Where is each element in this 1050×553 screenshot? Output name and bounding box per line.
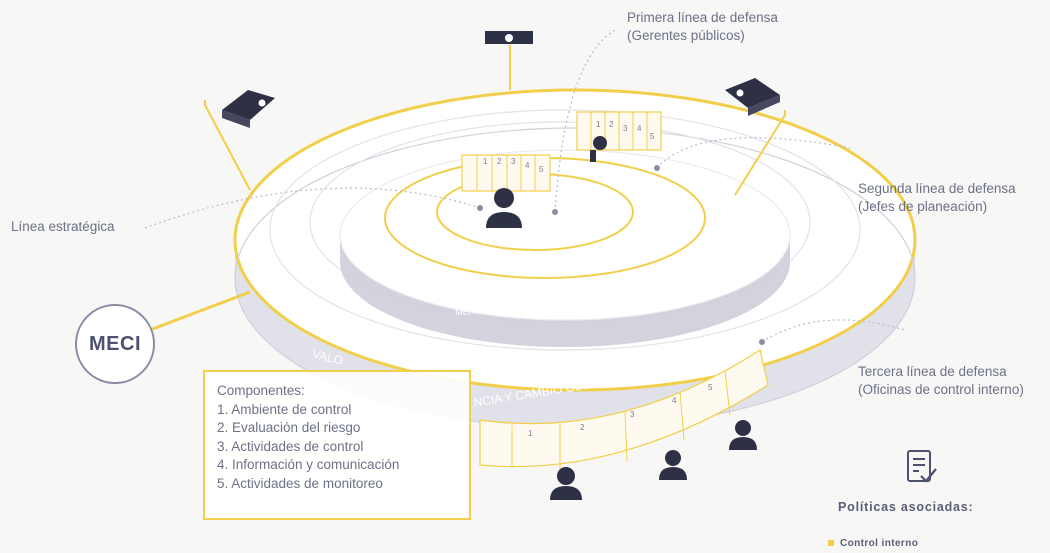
leader-primera [554,29,616,213]
meci-badge: MECI [75,304,155,384]
components-box: Componentes: 1. Ambiente de control 2. E… [203,370,471,520]
top-right-connector [734,110,786,196]
components-title: Componentes: [217,383,305,398]
projector-left-icon [222,90,275,128]
document-check-icon [907,450,937,483]
component-item: 2. Evaluación del riesgo [217,420,361,435]
col-tr-1: 1 [596,120,601,129]
col-rim-1: 1 [528,429,533,438]
label-segunda-linea: Segunda línea de defensa (Jefes de plane… [858,180,1016,216]
inner-ring-band [340,235,790,347]
label-linea-estrategica: Línea estratégica [11,219,115,234]
person-icon-bottom-2 [659,450,687,480]
col-rim-2: 2 [580,423,585,432]
col-inner-3: 3 [511,157,516,166]
person-icon-top [590,136,607,162]
meci-connector [149,290,251,332]
col-rim-5: 5 [708,383,713,392]
bullet-square-icon [828,540,834,547]
col-inner-1: 1 [483,157,488,166]
col-rim-4: 4 [672,396,677,405]
component-item: 1. Ambiente de control [217,401,352,417]
camera-icon [485,31,533,44]
leader-estrategica [144,187,481,229]
col-inner-5: 5 [539,165,544,174]
politicas-title: Políticas asociadas: [838,500,974,514]
meci-text: MECI [89,332,141,355]
label-primera-title: Primera línea de defensa [627,10,778,25]
col-tr-3: 3 [623,124,628,133]
col-inner-2: 2 [497,157,502,166]
label-tercera-title: Tercera línea de defensa [858,364,1007,379]
col-tr-4: 4 [637,124,642,133]
label-segunda-title: Segunda línea de defensa [858,181,1016,196]
col-tr-5: 5 [650,132,655,141]
component-item: 5. Actividades de monitoreo [217,475,383,491]
dot-estrategica [477,205,483,211]
leader-tercera [761,319,906,343]
leader-segunda [656,137,851,169]
label-segunda-sub: (Jefes de planeación) [858,199,988,214]
col-rim-3: 3 [630,410,635,419]
columns-outer-rim: 1 2 3 4 5 [479,349,769,470]
person-icon-bottom-3 [729,420,757,450]
columns-top-right: 1 2 3 4 5 [576,111,662,151]
dot-segunda [654,165,660,171]
top-left-connector [204,100,251,191]
col-inner-4: 4 [525,161,530,170]
projector-right-icon [725,78,780,116]
person-icon-bottom-1 [550,467,582,500]
dot-primera [552,209,558,215]
component-item: 3. Actividades de control [217,438,364,454]
label-primera-sub: (Gerentes públicos) [627,28,745,43]
person-icon-center [486,188,522,228]
label-primera-linea: Primera línea de defensa (Gerentes públi… [627,9,778,45]
mid-ring-1 [269,109,861,351]
col-tr-2: 2 [609,120,614,129]
politicas-item: Control interno [828,538,918,549]
label-tercera-linea: Tercera línea de defensa (Oficinas de co… [858,363,1024,399]
label-tercera-sub: (Oficinas de control interno) [858,382,1024,397]
component-item: 4. Información y comunicación [217,457,400,472]
dot-tercera [759,339,765,345]
politicas-item-label: Control interno [840,538,919,549]
columns-inner: 1 2 3 4 5 [461,154,551,192]
